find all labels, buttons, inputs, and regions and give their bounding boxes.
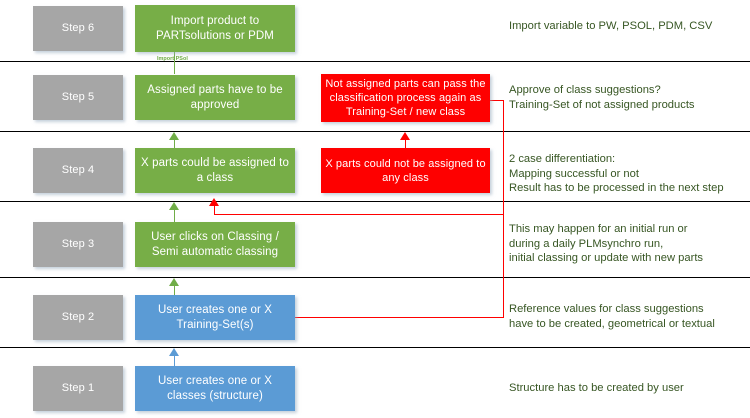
note-step-5: Approve of class suggestions? Training-S… [509, 84, 695, 111]
arrowhead-step4-to-step5 [169, 132, 179, 140]
arrowhead-step1-to-step2 [169, 348, 179, 356]
step-label-5-text: Step 5 [61, 91, 95, 104]
connector-step5-to-step6-lower [174, 62, 175, 74]
connector-red-redbox5-to-trunk [490, 100, 504, 101]
node-assigned-parts-approved[interactable]: Assigned parts have to be approved [135, 75, 295, 120]
node-user-creates-classes-text: User creates one or X classes (structure… [158, 375, 272, 402]
step-label-4-text: Step 4 [61, 164, 95, 177]
row-divider-5-4 [0, 131, 750, 132]
node-parts-assigned-to-class[interactable]: X parts could be assigned to a class [135, 148, 295, 193]
step-label-3-text: Step 3 [61, 238, 95, 251]
note-step-6: Import variable to PW, PSOL, PDM, CSV [509, 20, 713, 32]
arrowhead-red-trunk-to-step3 [209, 198, 219, 206]
row-divider-2-1 [0, 347, 750, 348]
node-not-assigned-parts-reclass[interactable]: Not assigned parts can pass the classifi… [321, 74, 490, 122]
arrowhead-step2-to-step3 [169, 278, 179, 286]
node-user-creates-training-sets-text: User creates one or X Training-Set(s) [158, 304, 272, 331]
node-import-product-text: Import product to PARTsolutions or PDM [156, 15, 274, 42]
node-user-creates-classes[interactable]: User creates one or X classes (structure… [135, 366, 295, 411]
step-label-3: Step 3 [33, 222, 123, 267]
node-not-assigned-parts-reclass-text: Not assigned parts can pass the classifi… [325, 78, 486, 118]
step-label-2: Step 2 [33, 295, 123, 340]
step-label-5: Step 5 [33, 75, 123, 120]
node-user-clicks-classing-text: User clicks on Classing / Semi automatic… [151, 231, 279, 258]
row-divider-4-3 [0, 201, 750, 202]
step-label-4: Step 4 [33, 148, 123, 193]
node-user-clicks-classing[interactable]: User clicks on Classing / Semi automatic… [135, 222, 295, 267]
edge-label-import-psol: Import PSol [157, 56, 188, 62]
step-label-6-text: Step 6 [61, 22, 95, 35]
connector-red-trunk-to-step2 [294, 317, 504, 318]
note-step-2: Reference values for class suggestions h… [509, 303, 715, 330]
row-divider-3-2 [0, 277, 750, 278]
connector-step5-to-step6-upper [174, 51, 175, 62]
node-import-product[interactable]: Import product to PARTsolutions or PDM [135, 5, 295, 52]
step-label-1: Step 1 [33, 366, 123, 411]
row-divider-6-5 [0, 61, 750, 62]
arrowhead-red-step4-to-step5 [400, 132, 410, 140]
node-parts-not-assigned-any-class[interactable]: X parts could not be assigned to any cla… [321, 148, 490, 193]
connector-red-trunk-to-step3 [214, 214, 504, 215]
node-parts-not-assigned-any-class-text: X parts could not be assigned to any cla… [325, 157, 486, 184]
step-label-2-text: Step 2 [61, 311, 95, 324]
note-step-1: Structure has to be created by user [509, 382, 684, 394]
note-step-4: 2 case differentiation: Mapping successf… [509, 153, 724, 194]
note-step-3: This may happen for an initial run or du… [509, 223, 704, 264]
connector-red-branch-step3-riser [214, 206, 215, 215]
node-assigned-parts-approved-text: Assigned parts have to be approved [147, 84, 283, 111]
step-label-1-text: Step 1 [61, 382, 95, 395]
connector-red-vertical-trunk [503, 100, 504, 318]
arrowhead-step3-to-step4 [169, 202, 179, 210]
step-label-6: Step 6 [33, 6, 123, 51]
node-user-creates-training-sets[interactable]: User creates one or X Training-Set(s) [135, 295, 295, 340]
node-parts-assigned-to-class-text: X parts could be assigned to a class [141, 157, 289, 184]
